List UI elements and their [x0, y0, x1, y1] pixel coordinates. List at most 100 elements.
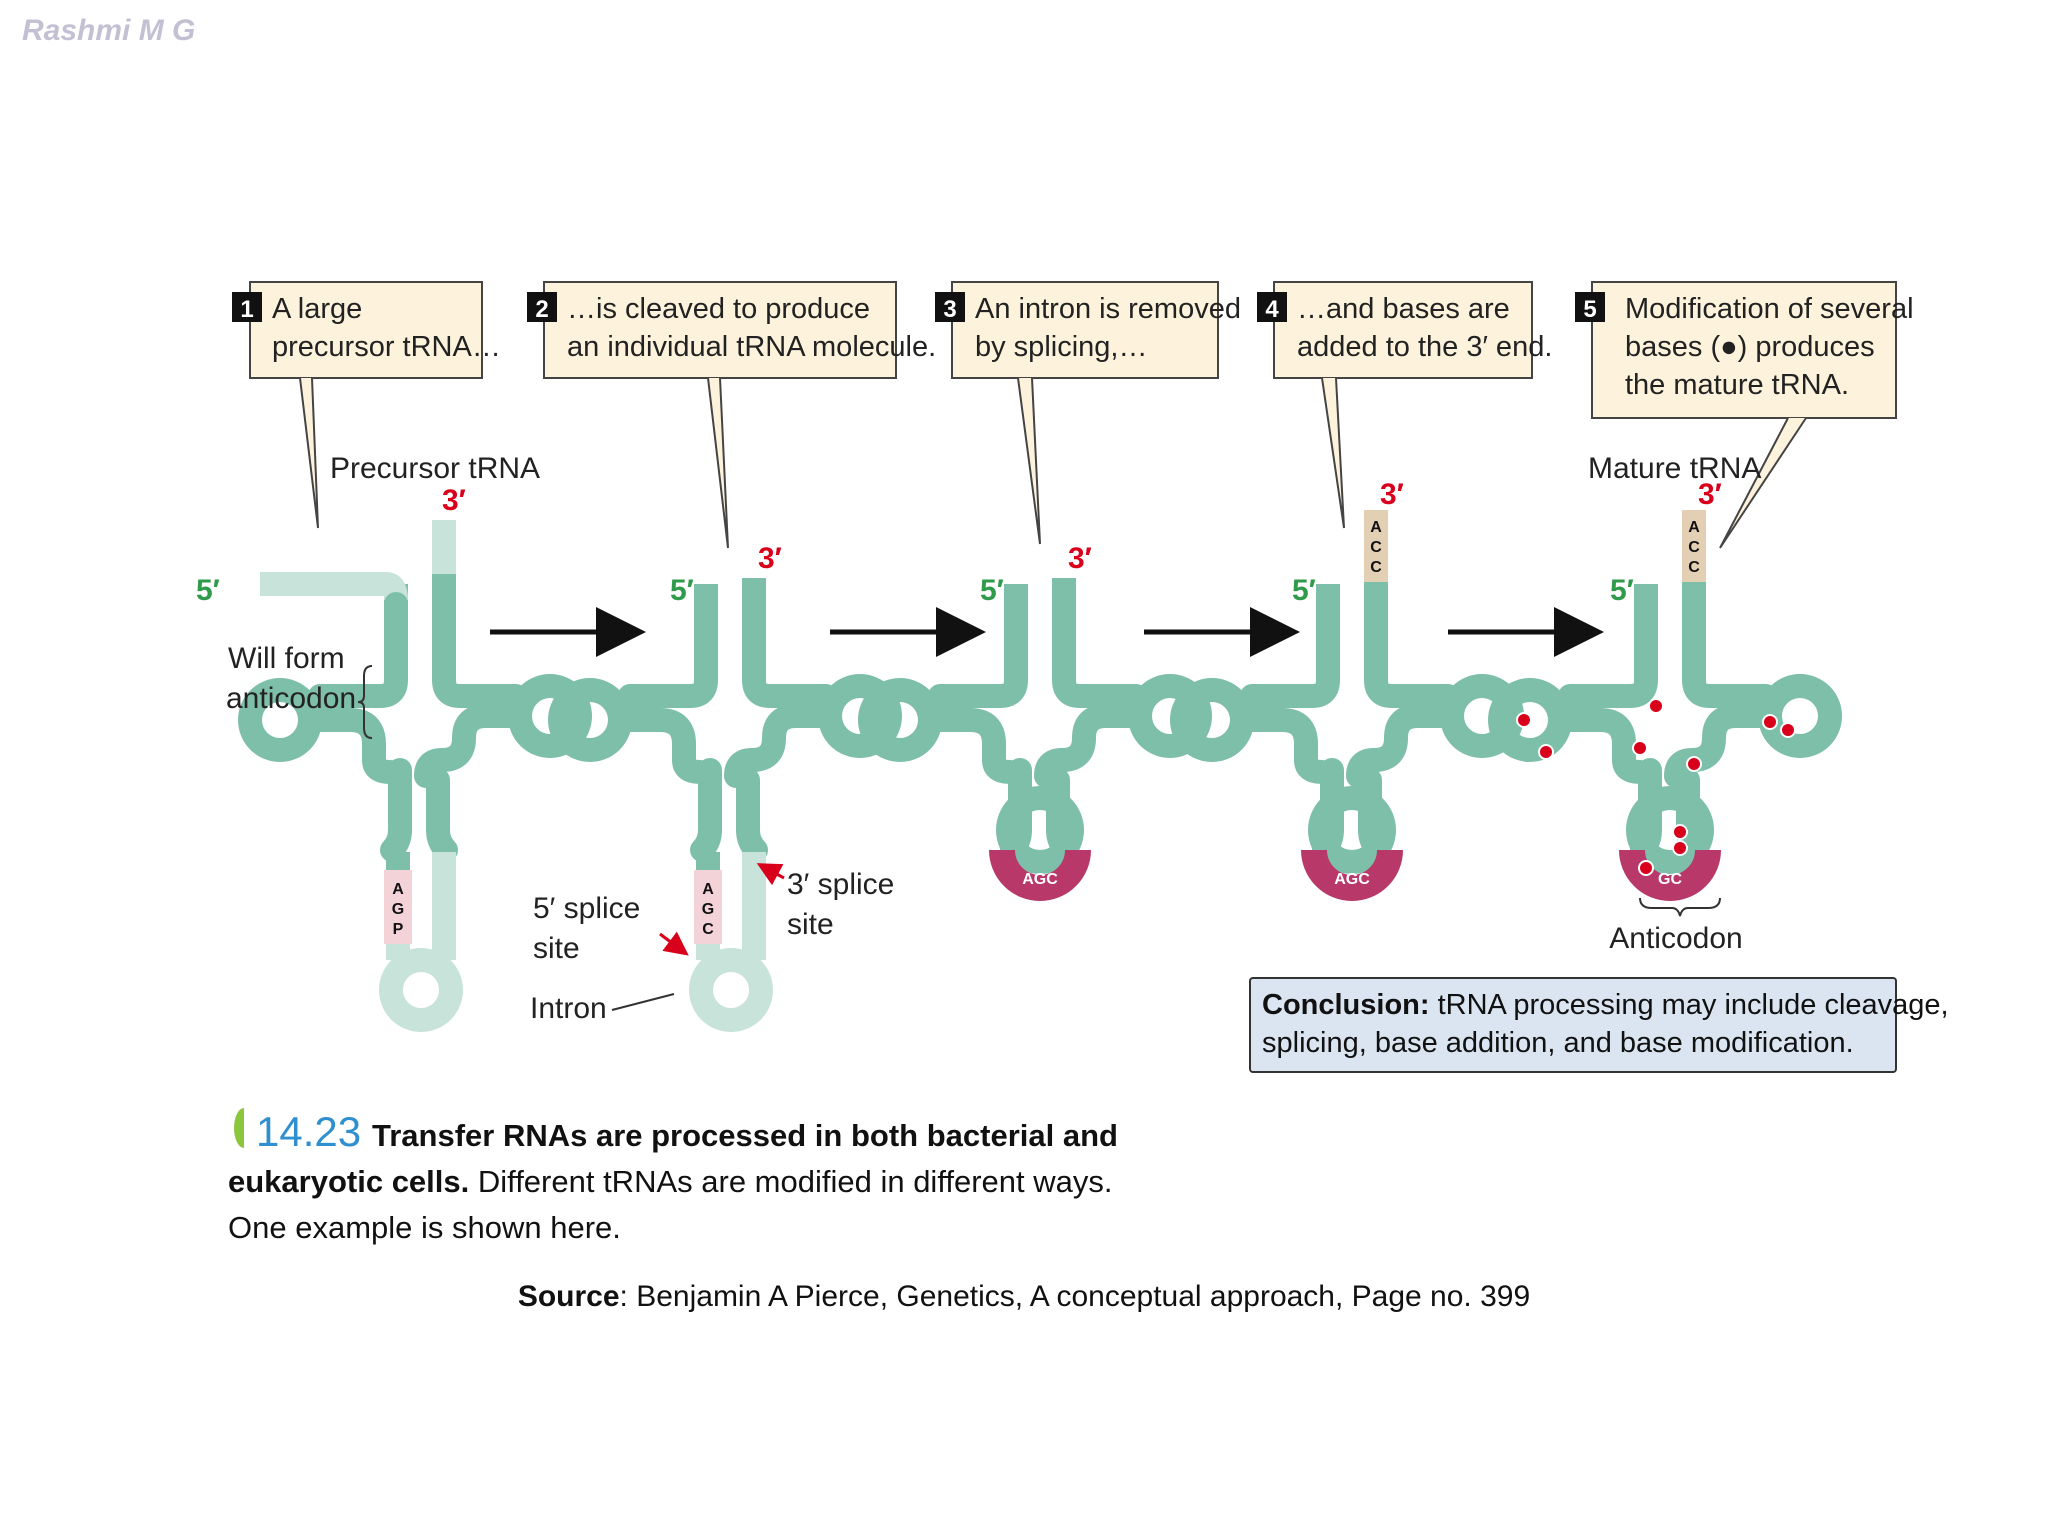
five-prime-label: 5′	[196, 574, 220, 607]
caption-rest-2: Different tRNAs are modified in differen…	[469, 1164, 1112, 1199]
anticodon-loop-text: AGC	[1022, 871, 1058, 888]
figure-caption: 14.23 Transfer RNAs are processed in bot…	[228, 1108, 1118, 1245]
trna-molecule: AGC 5′ 3′	[548, 542, 902, 1032]
acc-base: C	[1370, 559, 1382, 576]
caption-leaf-icon	[234, 1108, 244, 1148]
acc-base: C	[1688, 539, 1700, 556]
step-number: 5	[1583, 296, 1596, 323]
anticodon-loop-highlight	[1301, 849, 1403, 901]
acc-base: A	[1688, 519, 1700, 536]
trna-backbone	[432, 592, 528, 708]
trna-backbone	[1052, 592, 1148, 708]
will-form-label: Will form	[228, 642, 345, 675]
callout-3: 3 An intron is removed by splicing,…	[935, 281, 1241, 545]
anticodon-base: G	[702, 901, 714, 918]
anticodon-loop-text: GC	[1658, 871, 1682, 888]
svg-text:Conclusion: tRNA processing ma: Conclusion: tRNA processing may include …	[1262, 989, 1949, 1021]
trna-molecule: AGC 5′ 3′	[858, 542, 1212, 901]
trna-backbone	[724, 704, 842, 788]
acc-box	[1682, 510, 1706, 582]
caption-bold-2: eukaryotic cells.	[228, 1164, 469, 1199]
trna-backbone	[426, 768, 458, 862]
svg-text:eukaryotic cells. Different tR: eukaryotic cells. Different tRNAs are mo…	[228, 1164, 1113, 1199]
mature-label: Mature tRNA	[1588, 452, 1761, 485]
trna-backbone	[1240, 592, 1340, 708]
anticodon-loop-text: AGC	[1334, 871, 1370, 888]
callout-line: the mature tRNA.	[1625, 369, 1849, 401]
anticodon-base: A	[702, 881, 714, 898]
callout-line: Modification of several	[1625, 293, 1914, 325]
anticodon-base: G	[392, 901, 404, 918]
callout-line: bases (●) produces	[1625, 331, 1875, 363]
trna-backbone	[1548, 708, 1652, 784]
modified-base	[1686, 756, 1702, 772]
trna-backbone	[1682, 592, 1778, 708]
five-prime-label: 5′	[1292, 574, 1316, 607]
three-prime-label: 3′	[1380, 478, 1404, 511]
callout-5: 5 Modification of several bases (●) prod…	[1575, 281, 1914, 549]
acc-base: A	[1370, 519, 1382, 536]
trna-backbone	[742, 592, 838, 708]
callout-line: A large	[272, 293, 362, 325]
intron-loop	[689, 948, 773, 1032]
modified-base	[1538, 744, 1554, 760]
trna-backbone	[1346, 704, 1464, 788]
modified-base	[1780, 722, 1796, 738]
five-prime-label: 5′	[980, 574, 1004, 607]
step-number-badge	[527, 292, 557, 322]
three-prime-label: 3′	[442, 484, 466, 517]
step-number: 1	[240, 296, 253, 323]
trna-backbone	[928, 592, 1028, 708]
anticodon-loop-highlight	[989, 849, 1091, 901]
step-number: 3	[943, 296, 956, 323]
anticodon-base: C	[702, 921, 714, 938]
trna-backbone	[1230, 708, 1334, 784]
watermark: Rashmi M G	[22, 14, 196, 47]
trna-backbone	[1364, 592, 1460, 708]
anticodon-base: A	[392, 881, 404, 898]
modified-base	[1638, 860, 1654, 876]
three-prime-label: 3′	[1068, 542, 1092, 575]
precursor-label: Precursor tRNA	[330, 452, 540, 485]
step-number-badge	[1257, 292, 1287, 322]
trna-backbone	[298, 708, 402, 784]
trna-backbone	[618, 592, 718, 708]
five-prime-label: 5′	[670, 574, 694, 607]
source-citation: Source: Benjamin A Pierce, Genetics, A c…	[0, 1280, 2048, 1314]
intron-loop	[379, 948, 463, 1032]
trna-backbone	[690, 758, 722, 862]
modified-base	[1672, 824, 1688, 840]
conclusion-line1: tRNA processing may include cleavage,	[1430, 989, 1949, 1021]
intron-pointer	[611, 993, 675, 1011]
splice5-arrow	[659, 931, 689, 956]
splice3-site-label: site	[787, 908, 834, 941]
callout-line: precursor tRNA…	[272, 331, 501, 363]
mature-anticodon-brace	[1639, 897, 1721, 917]
trna-backbone	[1664, 704, 1782, 788]
three-prime-label: 3′	[1698, 478, 1722, 511]
anticodon-bases-box	[694, 870, 722, 944]
conclusion-bold: Conclusion:	[1262, 989, 1430, 1021]
trna-backbone	[380, 758, 412, 862]
anticodon-loop	[996, 786, 1084, 874]
anticodon-loop	[1308, 786, 1396, 874]
trna-molecule: GC5′3′ACC	[1488, 478, 1842, 901]
intron-label: Intron	[530, 992, 607, 1025]
modified-base	[1672, 840, 1688, 856]
anticodon-base: P	[393, 921, 404, 938]
callout-line: …is cleaved to produce	[567, 293, 870, 325]
trna-backbone	[414, 704, 532, 788]
acc-base: C	[1370, 539, 1382, 556]
caption-line-3: One example is shown here.	[228, 1210, 621, 1245]
caption-bold-1: Transfer RNAs are processed in both bact…	[372, 1118, 1118, 1153]
source-label: Source	[517, 1280, 620, 1313]
trna-backbone	[736, 768, 768, 862]
three-prime-label: 3′	[758, 542, 782, 575]
trna-backbone	[1034, 704, 1152, 788]
step-number-badge	[935, 292, 965, 322]
anticodon-bases-box	[384, 870, 412, 944]
modified-base	[1516, 712, 1532, 728]
acc-box	[1364, 510, 1388, 582]
